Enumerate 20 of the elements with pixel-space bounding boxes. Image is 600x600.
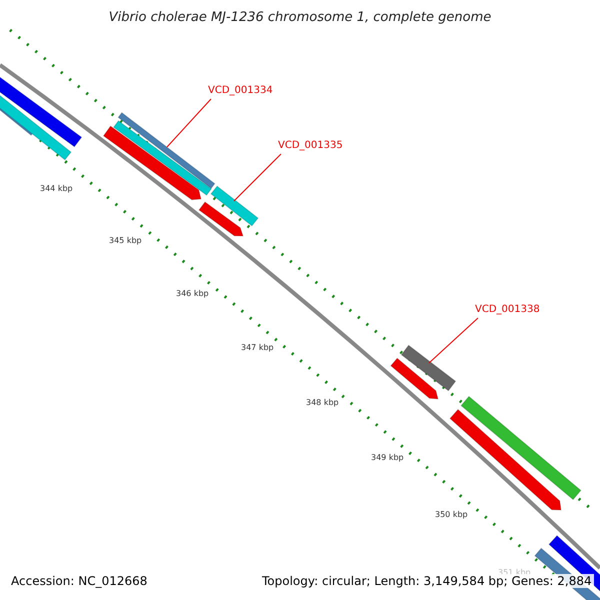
scale-label: 345 kbp: [109, 236, 142, 245]
leader-line: [234, 154, 282, 202]
leader-line: [428, 318, 478, 364]
gene-label: VCD_001334: [208, 85, 273, 96]
scale-label: 347 kbp: [241, 343, 274, 352]
leader-line: [166, 98, 212, 148]
footer-text: Topology: circular; Length: 3,149,584 bp; Genes: 2,884: [260, 574, 594, 588]
scale-label: 344 kbp: [40, 184, 73, 193]
scale-label: 349 kbp: [371, 453, 404, 462]
title: Vibrio cholerae MJ-1236 chromosome 1, complete genome: [108, 10, 492, 25]
scale-label: 346 kbp: [176, 289, 209, 298]
gene-arrow: [210, 185, 259, 227]
scale-label: 350 kbp: [435, 510, 468, 519]
gene-arrow: [400, 344, 456, 392]
gene-arrow: [118, 112, 216, 190]
scale-label: 348 kbp: [306, 398, 339, 407]
gene-label: VCD_001338: [475, 304, 540, 315]
gene-label: VCD_001335: [278, 140, 343, 151]
footer-text: Accession: NC_012668: [9, 574, 150, 588]
scale-label: 351 kbp: [498, 568, 531, 577]
